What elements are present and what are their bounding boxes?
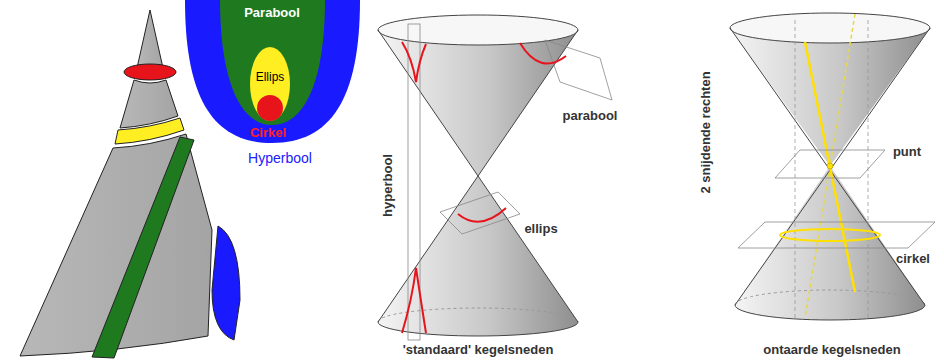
circle-section — [124, 64, 176, 80]
ellipse-plane — [440, 192, 520, 234]
label-text: 'standaard' kegelsneden — [403, 342, 554, 357]
line-back — [805, 14, 855, 318]
parabola-section — [92, 137, 194, 358]
label-text: parabool — [563, 108, 618, 123]
upper-nappe — [730, 28, 930, 166]
hyperbola-region — [185, 0, 360, 143]
hyperbola-lower-branch — [402, 268, 426, 333]
figure-caption: 'standaard' kegelsneden — [403, 343, 554, 358]
double-cone-standard — [378, 15, 612, 340]
section-label: parabool — [563, 109, 618, 124]
region-label: Hyperbool — [248, 150, 312, 166]
section-label: hyperbool — [381, 154, 396, 217]
cone-tip — [137, 10, 163, 68]
parabola-plane — [545, 40, 612, 100]
circle-plane — [738, 222, 935, 248]
lower-rim-back — [735, 290, 925, 305]
label-text: ontaarde kegelsneden — [763, 342, 900, 357]
cone-generators — [730, 28, 930, 305]
label-text: punt — [893, 144, 921, 159]
section-label: 2 snijdende rechten — [699, 71, 714, 193]
label-text: Cirkel — [250, 125, 286, 140]
parabola-region — [220, 0, 325, 125]
point-section — [827, 163, 833, 169]
circle-section — [780, 229, 880, 241]
label-text: Hyperbool — [248, 150, 312, 166]
section-label: cirkel — [896, 252, 930, 267]
lower-rim — [735, 305, 925, 320]
line-front — [805, 42, 855, 292]
double-cone-degenerate — [730, 13, 935, 320]
hyperbola-upper-branch — [402, 42, 426, 82]
region-label: Ellips — [256, 71, 285, 85]
label-text: cirkel — [896, 251, 930, 266]
hyperbola-section — [212, 226, 240, 340]
parabola-curve — [520, 43, 566, 64]
conic-family-inset — [185, 0, 360, 143]
section-label: punt — [893, 145, 921, 160]
ellipse-region — [250, 47, 290, 121]
region-label: Parabool — [244, 6, 300, 21]
ellipse-curve — [458, 208, 506, 222]
label-text: 2 snijdende rechten — [698, 71, 713, 193]
line-plane — [795, 20, 868, 318]
point-plane — [775, 150, 885, 178]
label-text: ellips — [524, 221, 557, 236]
region-label: Cirkel — [250, 126, 286, 141]
figure-caption: ontaarde kegelsneden — [763, 343, 900, 358]
lower-nappe — [735, 166, 925, 320]
label-text: hyperbool — [380, 154, 395, 217]
label-text: Ellips — [256, 70, 285, 84]
label-text: Parabool — [244, 5, 300, 20]
upper-rim — [730, 13, 930, 43]
section-label: ellips — [524, 222, 557, 237]
circle-region — [257, 95, 283, 121]
